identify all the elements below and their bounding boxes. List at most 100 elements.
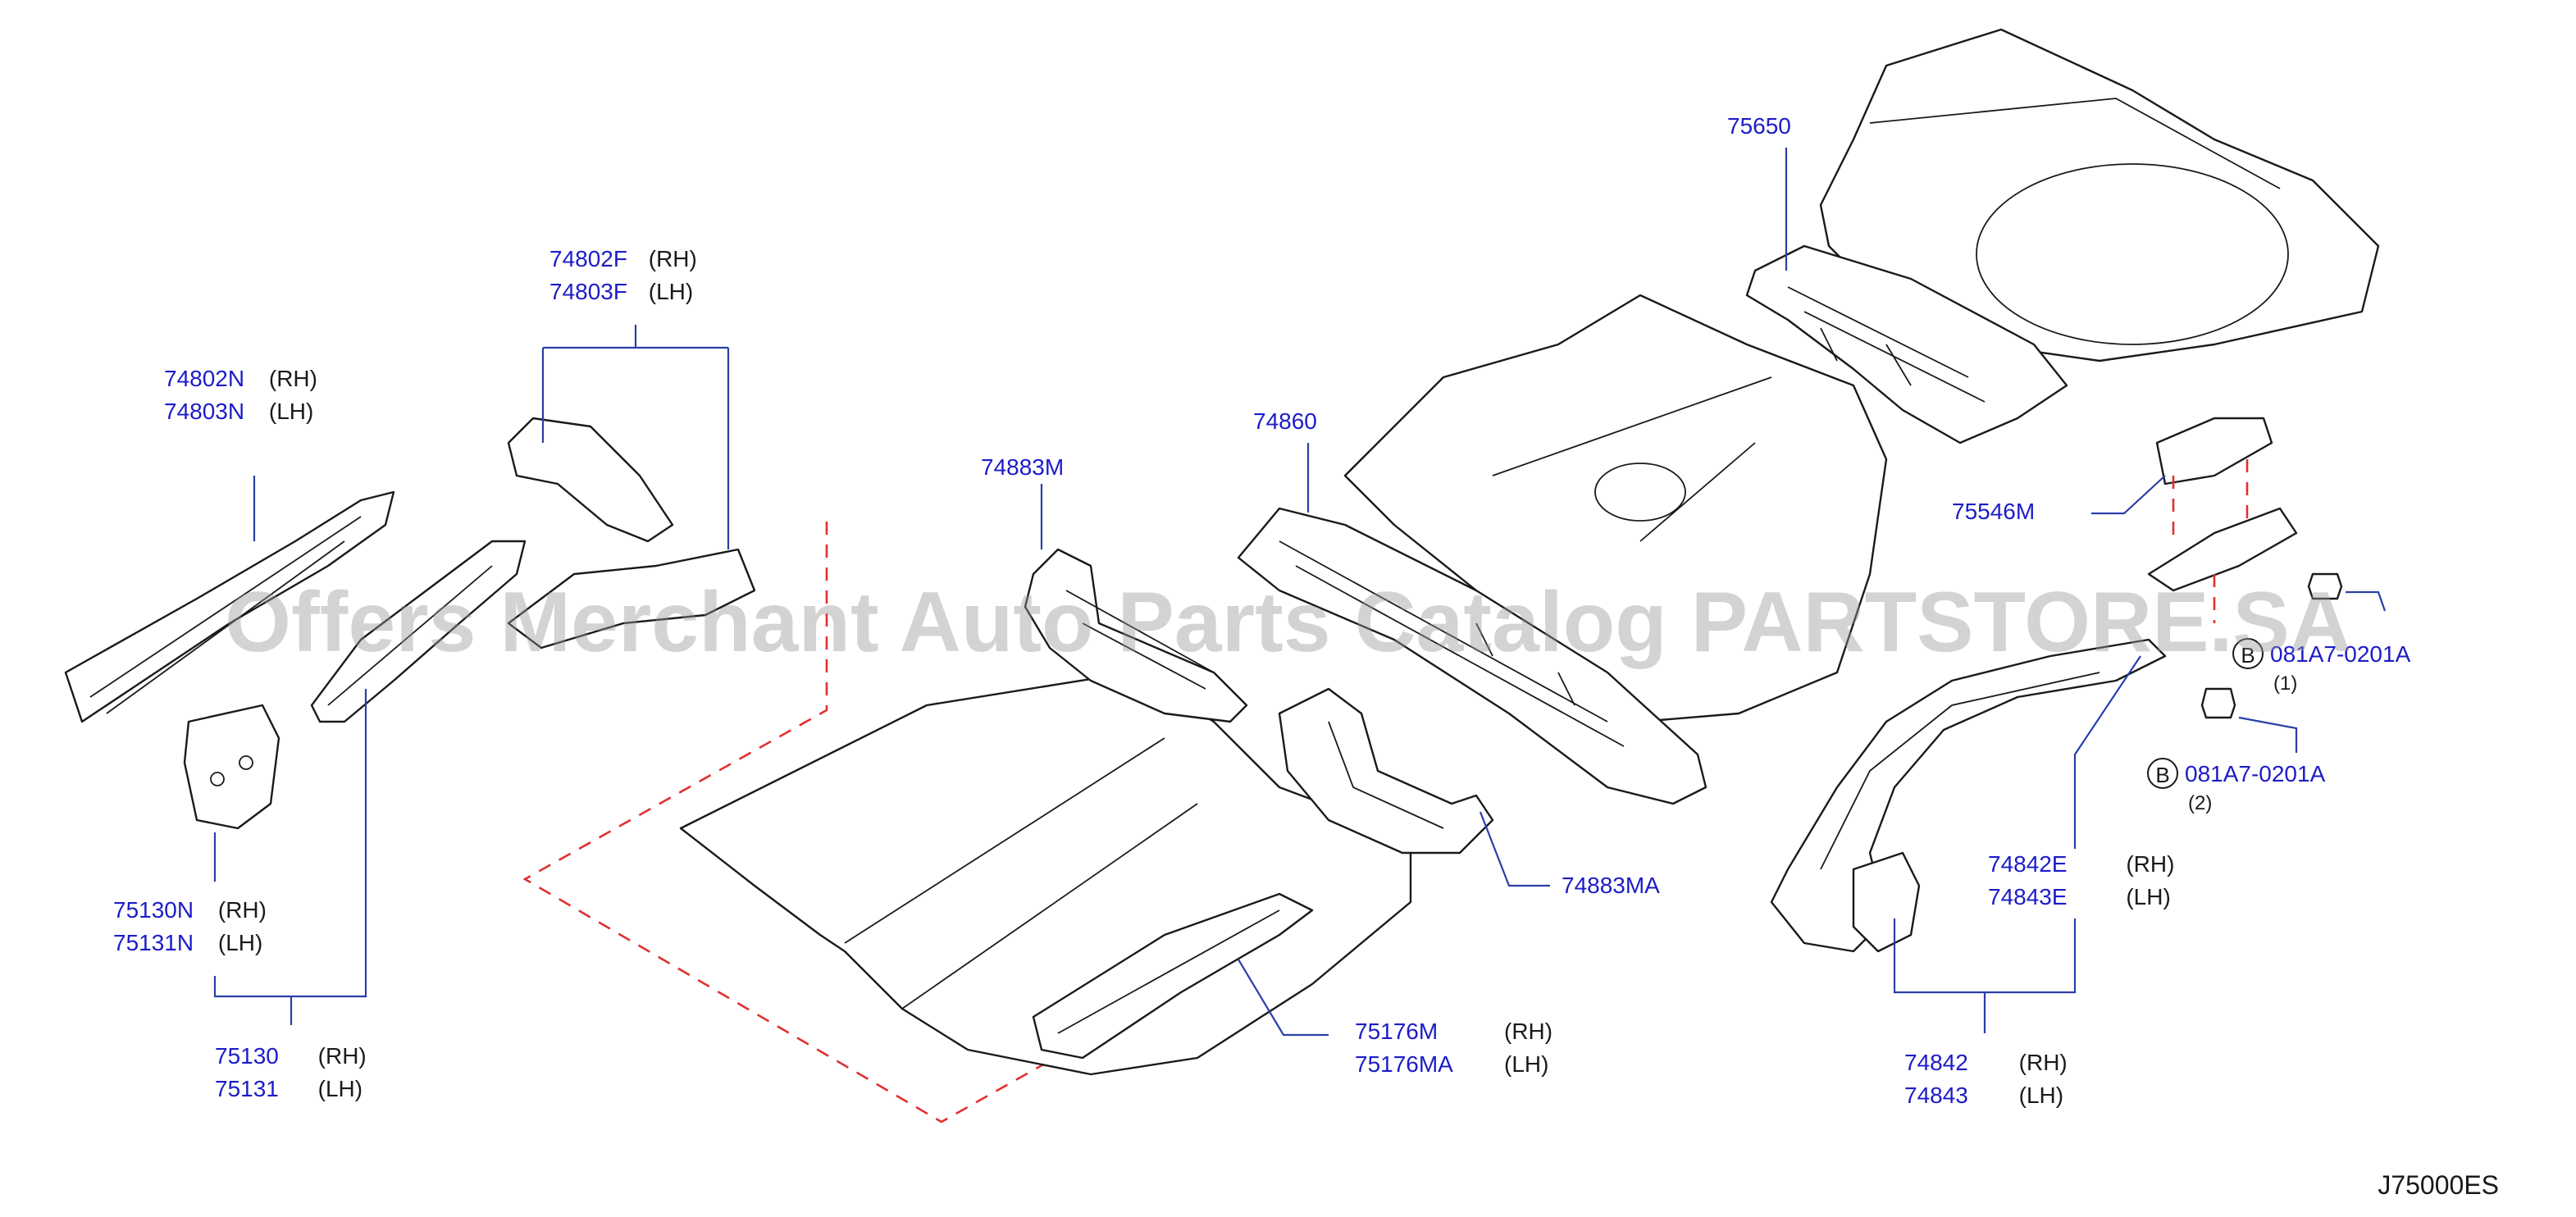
part-number[interactable]: 75650	[1727, 113, 1791, 139]
side-marker: (LH)	[317, 1076, 363, 1101]
reference-dashed-outline	[522, 522, 1059, 1124]
floor-hole	[1594, 463, 1686, 522]
part-number[interactable]: 75131N	[113, 930, 194, 955]
side-marker: (RH)	[1504, 1019, 1553, 1044]
part-number[interactable]: 75131	[215, 1076, 279, 1101]
side-marker: (LH)	[2126, 884, 2171, 909]
part-number[interactable]: 75546M	[1952, 499, 2036, 524]
part-number[interactable]: 74843E	[1988, 884, 2068, 909]
part-number[interactable]: 74802N	[164, 366, 245, 391]
side-marker: (RH)	[268, 366, 317, 391]
bolt-2-quantity: (2)	[2188, 792, 2213, 814]
rear-crossmember	[1745, 244, 2068, 444]
label-75176M: 75176M (RH)	[1355, 1019, 1552, 1045]
extension-74842E	[1852, 851, 1921, 953]
leader-75130	[213, 689, 367, 1025]
crossmember-74883M-detail	[1065, 590, 1215, 690]
label-74883M: 74883M	[981, 454, 1064, 481]
bolt-2-icon	[2200, 687, 2236, 719]
label-74860: 74860	[1253, 408, 1317, 435]
label-74843: 74843 (LH)	[1904, 1083, 2063, 1109]
crossmember-74883MA-detail	[1328, 721, 1444, 829]
side-marker: (LH)	[2018, 1083, 2064, 1108]
part-number[interactable]: 74883M	[981, 454, 1065, 480]
leader-74802F	[541, 325, 730, 549]
part-number[interactable]: 74843	[1904, 1083, 1968, 1108]
side-marker: (LH)	[648, 279, 694, 304]
label-74883MA: 74883MA	[1562, 873, 1660, 899]
part-number[interactable]: 74803N	[164, 399, 245, 424]
bracket-75546M-lower	[2147, 507, 2298, 592]
side-member-74802N-detail	[89, 516, 362, 714]
leader-bolt-2	[2238, 716, 2298, 753]
front-crossmember-74883M	[1024, 548, 1248, 723]
bolt-symbol-icon: B	[2147, 758, 2178, 789]
part-number[interactable]: 75130	[215, 1043, 279, 1069]
crossmember-74883MA	[1278, 687, 1494, 855]
side-marker: (LH)	[268, 399, 314, 424]
label-75130N: 75130N (RH)	[113, 897, 267, 923]
part-number[interactable]: 74860	[1253, 408, 1317, 434]
side-marker: (RH)	[2126, 851, 2175, 877]
bolt-symbol-icon: B	[2232, 638, 2264, 669]
label-74803N: 74803N (LH)	[164, 399, 313, 425]
bolt-2-part-number[interactable]: 081A7-0201A	[2185, 761, 2326, 786]
bracket-alignment-dashes	[2172, 459, 2249, 623]
front-member-75130	[310, 540, 527, 723]
side-marker: (RH)	[317, 1043, 367, 1069]
center-floor-crease	[1492, 376, 1772, 542]
plate-75130N	[183, 704, 280, 830]
diagram-code: J75000ES	[2378, 1170, 2499, 1200]
part-number[interactable]: 74842E	[1988, 851, 2068, 877]
label-75131: 75131 (LH)	[215, 1076, 362, 1102]
leader-bolt-1	[2346, 590, 2387, 612]
part-number[interactable]: 75176M	[1355, 1019, 1438, 1044]
side-marker: (LH)	[217, 930, 263, 955]
bracket-74802F-lower	[507, 548, 756, 650]
label-74803F: 74803F (LH)	[549, 279, 693, 305]
rear-crossmember-detail	[1787, 286, 1986, 403]
front-floor-tunnel	[844, 737, 1198, 1010]
part-number[interactable]: 75130N	[113, 897, 194, 923]
rear-side-member-detail	[1820, 672, 2100, 870]
side-marker: (RH)	[648, 246, 697, 271]
rear-floor-panel	[1819, 28, 2380, 362]
label-75176MA: 75176MA (LH)	[1355, 1051, 1548, 1078]
member-74860-detail	[1279, 540, 1625, 747]
label-74802F: 74802F (RH)	[549, 246, 697, 272]
leader-75546M	[2091, 475, 2166, 515]
label-75546M: 75546M	[1952, 499, 2035, 525]
bolt-1-quantity: (1)	[2273, 672, 2298, 695]
bolt-1-icon	[2307, 572, 2343, 600]
part-number[interactable]: 74842	[1904, 1050, 1968, 1075]
part-number[interactable]: 74802F	[549, 246, 627, 271]
rear-floor-crease	[1869, 98, 2281, 189]
part-number[interactable]: 75176MA	[1355, 1051, 1453, 1077]
leader-74842	[1893, 918, 2077, 1033]
side-marker: (RH)	[2018, 1050, 2068, 1075]
spare-tire-well	[1976, 163, 2289, 345]
label-75131N: 75131N (LH)	[113, 930, 262, 956]
side-marker: (LH)	[1504, 1051, 1549, 1077]
label-75650: 75650	[1727, 113, 1791, 139]
plate-hole	[210, 772, 225, 786]
part-number[interactable]: 74803F	[549, 279, 627, 304]
member-75130-detail	[327, 565, 493, 706]
bracket-74802F	[507, 417, 674, 543]
leader-74842E	[2073, 655, 2141, 849]
side-marker: (RH)	[217, 897, 267, 923]
watermark: Offers Merchant Auto Parts Catalog PARTS…	[225, 575, 2351, 670]
sill-75176M-detail	[1057, 909, 1280, 1034]
leader-74883MA	[1479, 811, 1550, 887]
label-74842E: 74842E (RH)	[1988, 851, 2174, 877]
floor-sill-75176M	[1032, 892, 1314, 1060]
bracket-75546M	[2155, 417, 2273, 485]
label-74802N: 74802N (RH)	[164, 366, 317, 392]
part-number[interactable]: 74883MA	[1562, 873, 1660, 898]
label-75130: 75130 (RH)	[215, 1043, 367, 1069]
bolt-1-part-number[interactable]: 081A7-0201A	[2270, 641, 2411, 667]
label-74842: 74842 (RH)	[1904, 1050, 2068, 1076]
plate-hole	[239, 755, 253, 770]
